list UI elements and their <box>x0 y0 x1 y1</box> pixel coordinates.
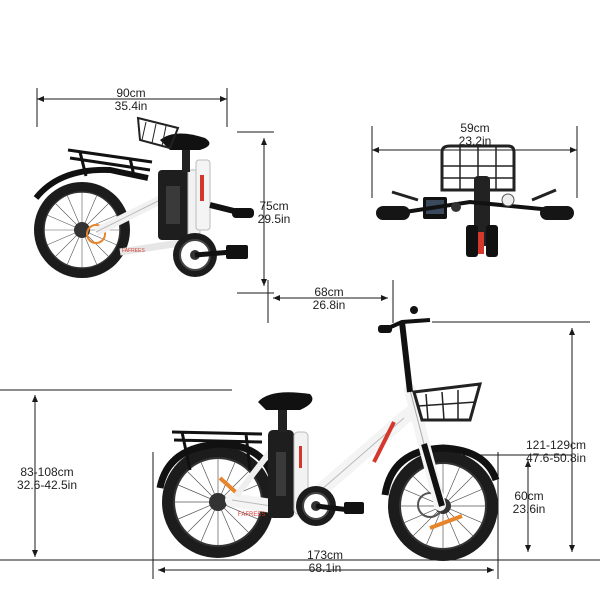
folded-height-metric: 75cm <box>259 199 289 213</box>
folded-width-imperial: 26.8in <box>312 298 346 312</box>
main-frame-mark: FAFREES <box>238 512 265 518</box>
folded-height-label: 75cm 29.5in <box>244 200 304 226</box>
folded-width-label: 68cm 26.8in <box>294 286 364 312</box>
folded-height-imperial: 29.5in <box>257 212 291 226</box>
folded-length-imperial: 35.4in <box>114 99 148 113</box>
handlebar-height-imperial: 47.6-50.8in <box>525 451 587 465</box>
folded-frame-mark: FAFREES <box>122 248 145 254</box>
front-view-illustration <box>376 144 574 257</box>
total-length-label: 173cm 68.1in <box>290 549 360 575</box>
folded-length-metric: 90cm <box>116 86 146 100</box>
saddle-height-metric: 83-108cm <box>20 465 74 479</box>
handlebar-height-metric: 121-129cm <box>525 438 587 452</box>
handlebar-width-imperial: 23.2in <box>458 134 492 148</box>
wheel-height-metric: 60cm <box>514 489 544 503</box>
handlebar-height-label: 121-129cm 47.6-50.8in <box>512 439 600 465</box>
handlebar-width-metric: 59cm <box>460 121 490 135</box>
saddle-height-label: 83-108cm 32.6-42.5in <box>4 466 90 492</box>
total-length-metric: 173cm <box>306 548 344 562</box>
folded-width-metric: 68cm <box>314 285 344 299</box>
wheel-height-label: 60cm 23.6in <box>496 490 562 516</box>
folded-bike-illustration: FAFREES <box>33 116 254 278</box>
wheel-height-imperial: 23.6in <box>512 502 546 516</box>
saddle-height-imperial: 32.6-42.5in <box>16 478 78 492</box>
main-bike-illustration: FAFREES <box>156 306 500 561</box>
folded-length-label: 90cm 35.4in <box>96 87 166 113</box>
total-length-imperial: 68.1in <box>308 561 342 575</box>
dimension-arrowheads <box>32 96 577 573</box>
dimension-lines <box>0 88 600 579</box>
handlebar-width-label: 59cm 23.2in <box>440 122 510 148</box>
